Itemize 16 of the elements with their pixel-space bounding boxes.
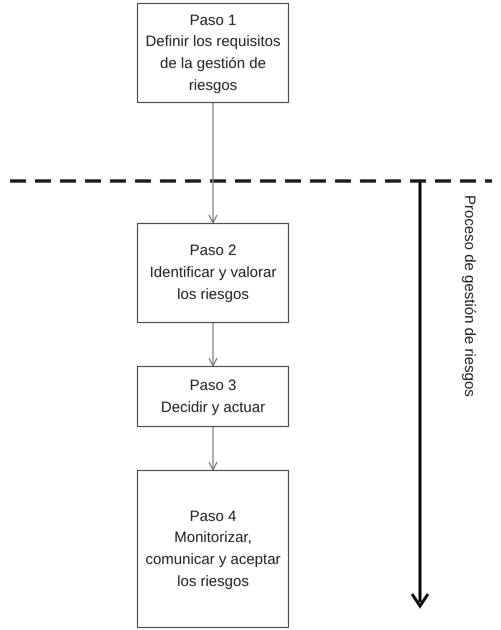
arrow bbox=[208, 103, 218, 224]
arrow bbox=[208, 427, 218, 471]
step-title: Paso 3 bbox=[188, 376, 238, 396]
step-description: Monitorizar, comunicar y aceptar los riesgos bbox=[144, 528, 282, 592]
step-box bbox=[137, 3, 289, 103]
step-title: Paso 2 bbox=[188, 241, 238, 262]
step-title: Paso 1 bbox=[188, 10, 238, 30]
arrow bbox=[208, 323, 218, 367]
step-title: Paso 4 bbox=[188, 506, 238, 526]
step-description: Identificar y valorar los riesgos bbox=[148, 263, 278, 305]
step-description: Definir los requisitos de la gestión de riesgos bbox=[144, 32, 282, 96]
step-description: Decidir y actuar bbox=[160, 398, 266, 418]
step-box bbox=[137, 223, 289, 323]
step-box bbox=[137, 366, 289, 427]
step-box bbox=[137, 470, 289, 628]
vertical-label: Proceso de gestión de riesgos bbox=[461, 195, 478, 397]
